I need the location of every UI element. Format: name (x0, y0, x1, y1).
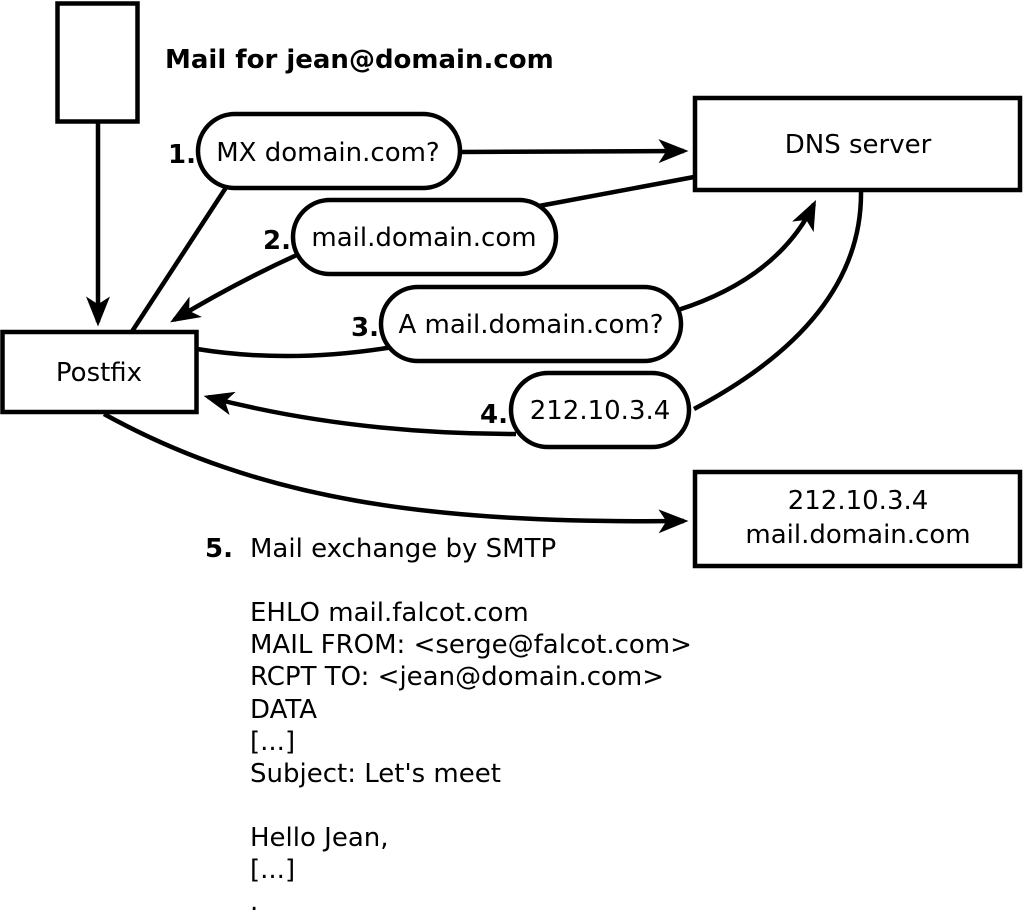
answer2-pill (290, 197, 559, 277)
smtp-line: Hello Jean, (250, 823, 389, 853)
query3-label: A mail.domain.com? (399, 310, 664, 340)
mail-server-host-label: mail.domain.com (745, 520, 970, 550)
step3-number: 3. (351, 313, 379, 343)
query1-label: MX domain.com? (216, 138, 439, 168)
line-postfix-to-query1 (129, 184, 229, 335)
answer4-pill (508, 370, 692, 450)
smtp-line: MAIL FROM: <serge@falcot.com> (250, 630, 692, 660)
mail-note-label: Mail for jean@domain.com (165, 45, 554, 75)
arrow-answer4-to-postfix (203, 391, 517, 437)
dns-server-node (692, 95, 1023, 193)
line-dns-to-answer2 (538, 174, 695, 209)
mail-server-ip-label: 212.10.3.4 (788, 486, 929, 516)
query3-pill (378, 284, 684, 364)
line-postfix-to-query3 (196, 344, 394, 359)
smtp-line: Subject: Let's meet (250, 759, 501, 789)
smtp-line: . (250, 887, 258, 917)
smtp-line: [...] (250, 727, 295, 757)
smtp-session-block: EHLO mail.falcot.com MAIL FROM: <serge@f… (250, 598, 692, 917)
envelope-icon (55, 1, 140, 124)
smtp-line: RCPT TO: <jean@domain.com> (250, 662, 664, 692)
step4-number: 4. (480, 400, 508, 430)
smtp-line: EHLO mail.falcot.com (250, 598, 529, 628)
postfix-node (0, 329, 199, 415)
postfix-label: Postfix (56, 358, 142, 388)
step1-number: 1. (168, 140, 196, 170)
query1-pill (195, 111, 463, 191)
line-dns-to-answer4 (692, 191, 864, 411)
smtp-line: DATA (250, 695, 317, 725)
step2-number: 2. (263, 226, 291, 256)
arrow-postfix-to-mailserver (102, 412, 689, 534)
smtp-line: [...] (250, 855, 295, 885)
answer4-label: 212.10.3.4 (530, 396, 671, 426)
arrow-query3-to-dns (677, 199, 817, 313)
answer2-label: mail.domain.com (311, 223, 536, 253)
step5-number: 5. (205, 534, 233, 564)
dns-server-label: DNS server (785, 130, 932, 160)
arrow-query1-to-dns (458, 139, 689, 164)
step5-label: Mail exchange by SMTP (250, 534, 556, 564)
arrow-answer2-to-postfix (170, 251, 300, 323)
mail-server-node (692, 469, 1023, 569)
